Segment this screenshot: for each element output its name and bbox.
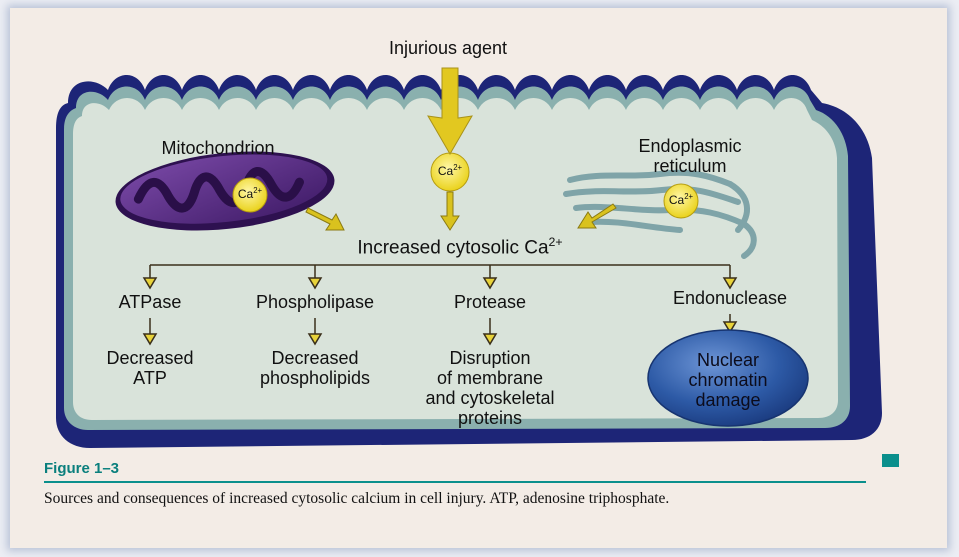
- decreased-phospholipids-line-2: phospholipids: [240, 368, 390, 388]
- disruption-line-4: proteins: [408, 408, 572, 428]
- nuclear-damage-line-1: Nuclear: [668, 350, 788, 370]
- disruption-line-3: and cytoskeletal: [408, 388, 572, 408]
- protease-label: Protease: [430, 292, 550, 313]
- er-label: Endoplasmic reticulum: [610, 136, 770, 176]
- mitochondrion-label: Mitochondrion: [138, 138, 298, 159]
- figure-title: Figure 1–3: [44, 460, 119, 477]
- disruption-label: Disruption of membrane and cytoskeletal …: [408, 348, 572, 428]
- er-label-line-1: Endoplasmic: [610, 136, 770, 156]
- atpase-label: ATPase: [90, 292, 210, 313]
- nuclear-damage-line-2: chromatin: [668, 370, 788, 390]
- endonuclease-label: Endonuclease: [650, 288, 810, 309]
- disruption-line-1: Disruption: [408, 348, 572, 368]
- er-label-line-2: reticulum: [610, 156, 770, 176]
- ca-mito-label: Ca2+: [228, 186, 272, 201]
- decreased-phospholipids-line-1: Decreased: [240, 348, 390, 368]
- decreased-atp-line-1: Decreased: [80, 348, 220, 368]
- decreased-phospholipids-label: Decreased phospholipids: [240, 348, 390, 388]
- cytosolic-ca-label: Increased cytosolic Ca2+: [310, 235, 610, 259]
- nuclear-damage-label: Nuclear chromatin damage: [668, 350, 788, 410]
- ca-center-label: Ca2+: [428, 163, 472, 178]
- ca-er-label: Ca2+: [659, 192, 703, 207]
- phospholipase-label: Phospholipase: [235, 292, 395, 313]
- decreased-atp-label: Decreased ATP: [80, 348, 220, 388]
- disruption-line-2: of membrane: [408, 368, 572, 388]
- figure-caption: Sources and consequences of increased cy…: [44, 489, 914, 509]
- figure-rule: [44, 481, 866, 483]
- figure-marker: [882, 454, 899, 467]
- nuclear-damage-line-3: damage: [668, 390, 788, 410]
- figure-frame: Injurious agent Mitochondrion Endoplasmi…: [10, 8, 947, 548]
- decreased-atp-line-2: ATP: [80, 368, 220, 388]
- injurious-agent-label: Injurious agent: [368, 38, 528, 59]
